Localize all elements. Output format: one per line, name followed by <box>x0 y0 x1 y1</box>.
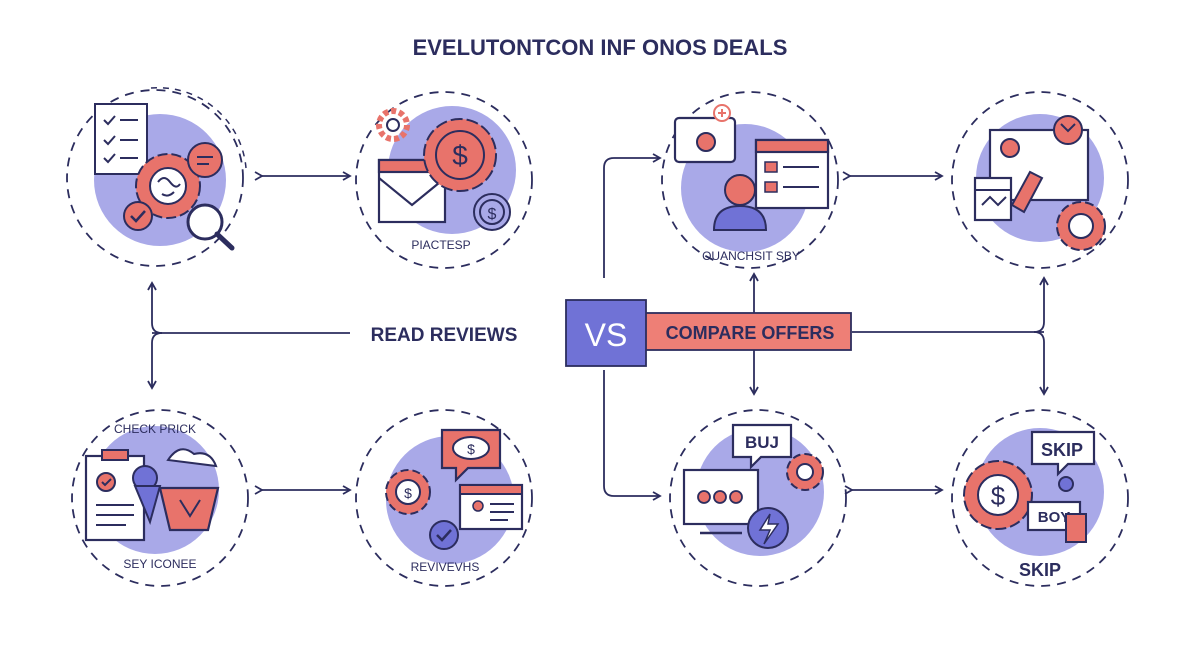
document-icon <box>94 103 148 175</box>
cone-icon <box>132 465 162 526</box>
monitor-bubble-icon <box>673 104 737 164</box>
id-card-icon <box>458 483 524 531</box>
compare-offers-box <box>644 312 852 351</box>
connectors <box>147 153 1049 501</box>
node-skip: $ SKIP BOY SKIP <box>951 409 1129 587</box>
coin-icon: $ <box>473 193 511 231</box>
node-caption: SKIP <box>1019 560 1061 580</box>
shop-icon <box>973 176 1013 222</box>
vs-connector <box>603 153 662 278</box>
person-icon <box>712 174 768 231</box>
globe-gear-icon <box>135 153 201 219</box>
vs-box <box>565 299 647 367</box>
dollar-gear-icon: $ <box>385 469 431 515</box>
monitor-icon <box>682 468 760 535</box>
tag-icon: BOY <box>1026 476 1087 543</box>
speech-bubble: SKIP <box>1030 430 1096 477</box>
svg-text:$: $ <box>991 481 1006 511</box>
speech-eye-icon: $ <box>440 428 502 483</box>
node-caption: SEY ICONEE <box>123 557 196 571</box>
node-agent: OUANCHSIT SBY <box>661 91 839 269</box>
dollar-gear-icon: $ <box>423 118 497 192</box>
clipboard-icon <box>84 449 146 542</box>
chat-bubble-icon <box>187 142 223 178</box>
lightning-icon <box>747 507 789 549</box>
node-caption: OUANCHSIT SBY <box>702 249 800 263</box>
pencil-icon <box>1010 170 1044 214</box>
node-research <box>66 86 247 267</box>
gear-icon <box>786 453 824 491</box>
node-caption: REVIVEVHS <box>411 560 480 574</box>
svg-text:$: $ <box>488 206 497 223</box>
gear-icon <box>376 108 410 142</box>
vs-label: VS <box>585 317 628 353</box>
dollar-gear-icon: $ <box>963 460 1033 530</box>
bubble-label: BUJ <box>745 433 779 452</box>
compare-offers-label: COMPARE OFFERS <box>666 323 835 343</box>
svg-text:$: $ <box>467 441 475 457</box>
read-reviews-label: READ REVIEWS <box>371 325 518 346</box>
node-caption: PIACTESP <box>411 238 470 252</box>
browser-window-icon <box>754 138 830 210</box>
node-reviews: $ $ REVIVEVHS <box>355 409 533 587</box>
node-top-caption: CHECK PRICK <box>114 422 196 436</box>
coin-gear-icon <box>1056 201 1106 251</box>
node-pricing: $ $ PIACTESP <box>355 91 533 269</box>
tag-label: BOY <box>1038 509 1071 526</box>
node-checklist: CHECK PRICK SEY ICONEE <box>71 409 249 587</box>
check-badge-icon <box>429 520 459 550</box>
center-labels: READ REVIEWS COMPARE OFFERS VS <box>371 299 852 367</box>
svg-text:$: $ <box>404 485 412 501</box>
bubble-label: SKIP <box>1041 440 1083 460</box>
svg-text:$: $ <box>452 140 468 171</box>
magnifier-icon <box>186 203 235 251</box>
speech-bubble: BUJ <box>731 423 793 470</box>
node-buy: BUJ <box>669 409 847 587</box>
check-badge-icon <box>123 201 153 231</box>
basket-icon <box>158 448 220 532</box>
node-mailbox <box>951 91 1129 269</box>
page-title: EVELUTONTCON INF ONOS DEALS <box>413 35 788 60</box>
